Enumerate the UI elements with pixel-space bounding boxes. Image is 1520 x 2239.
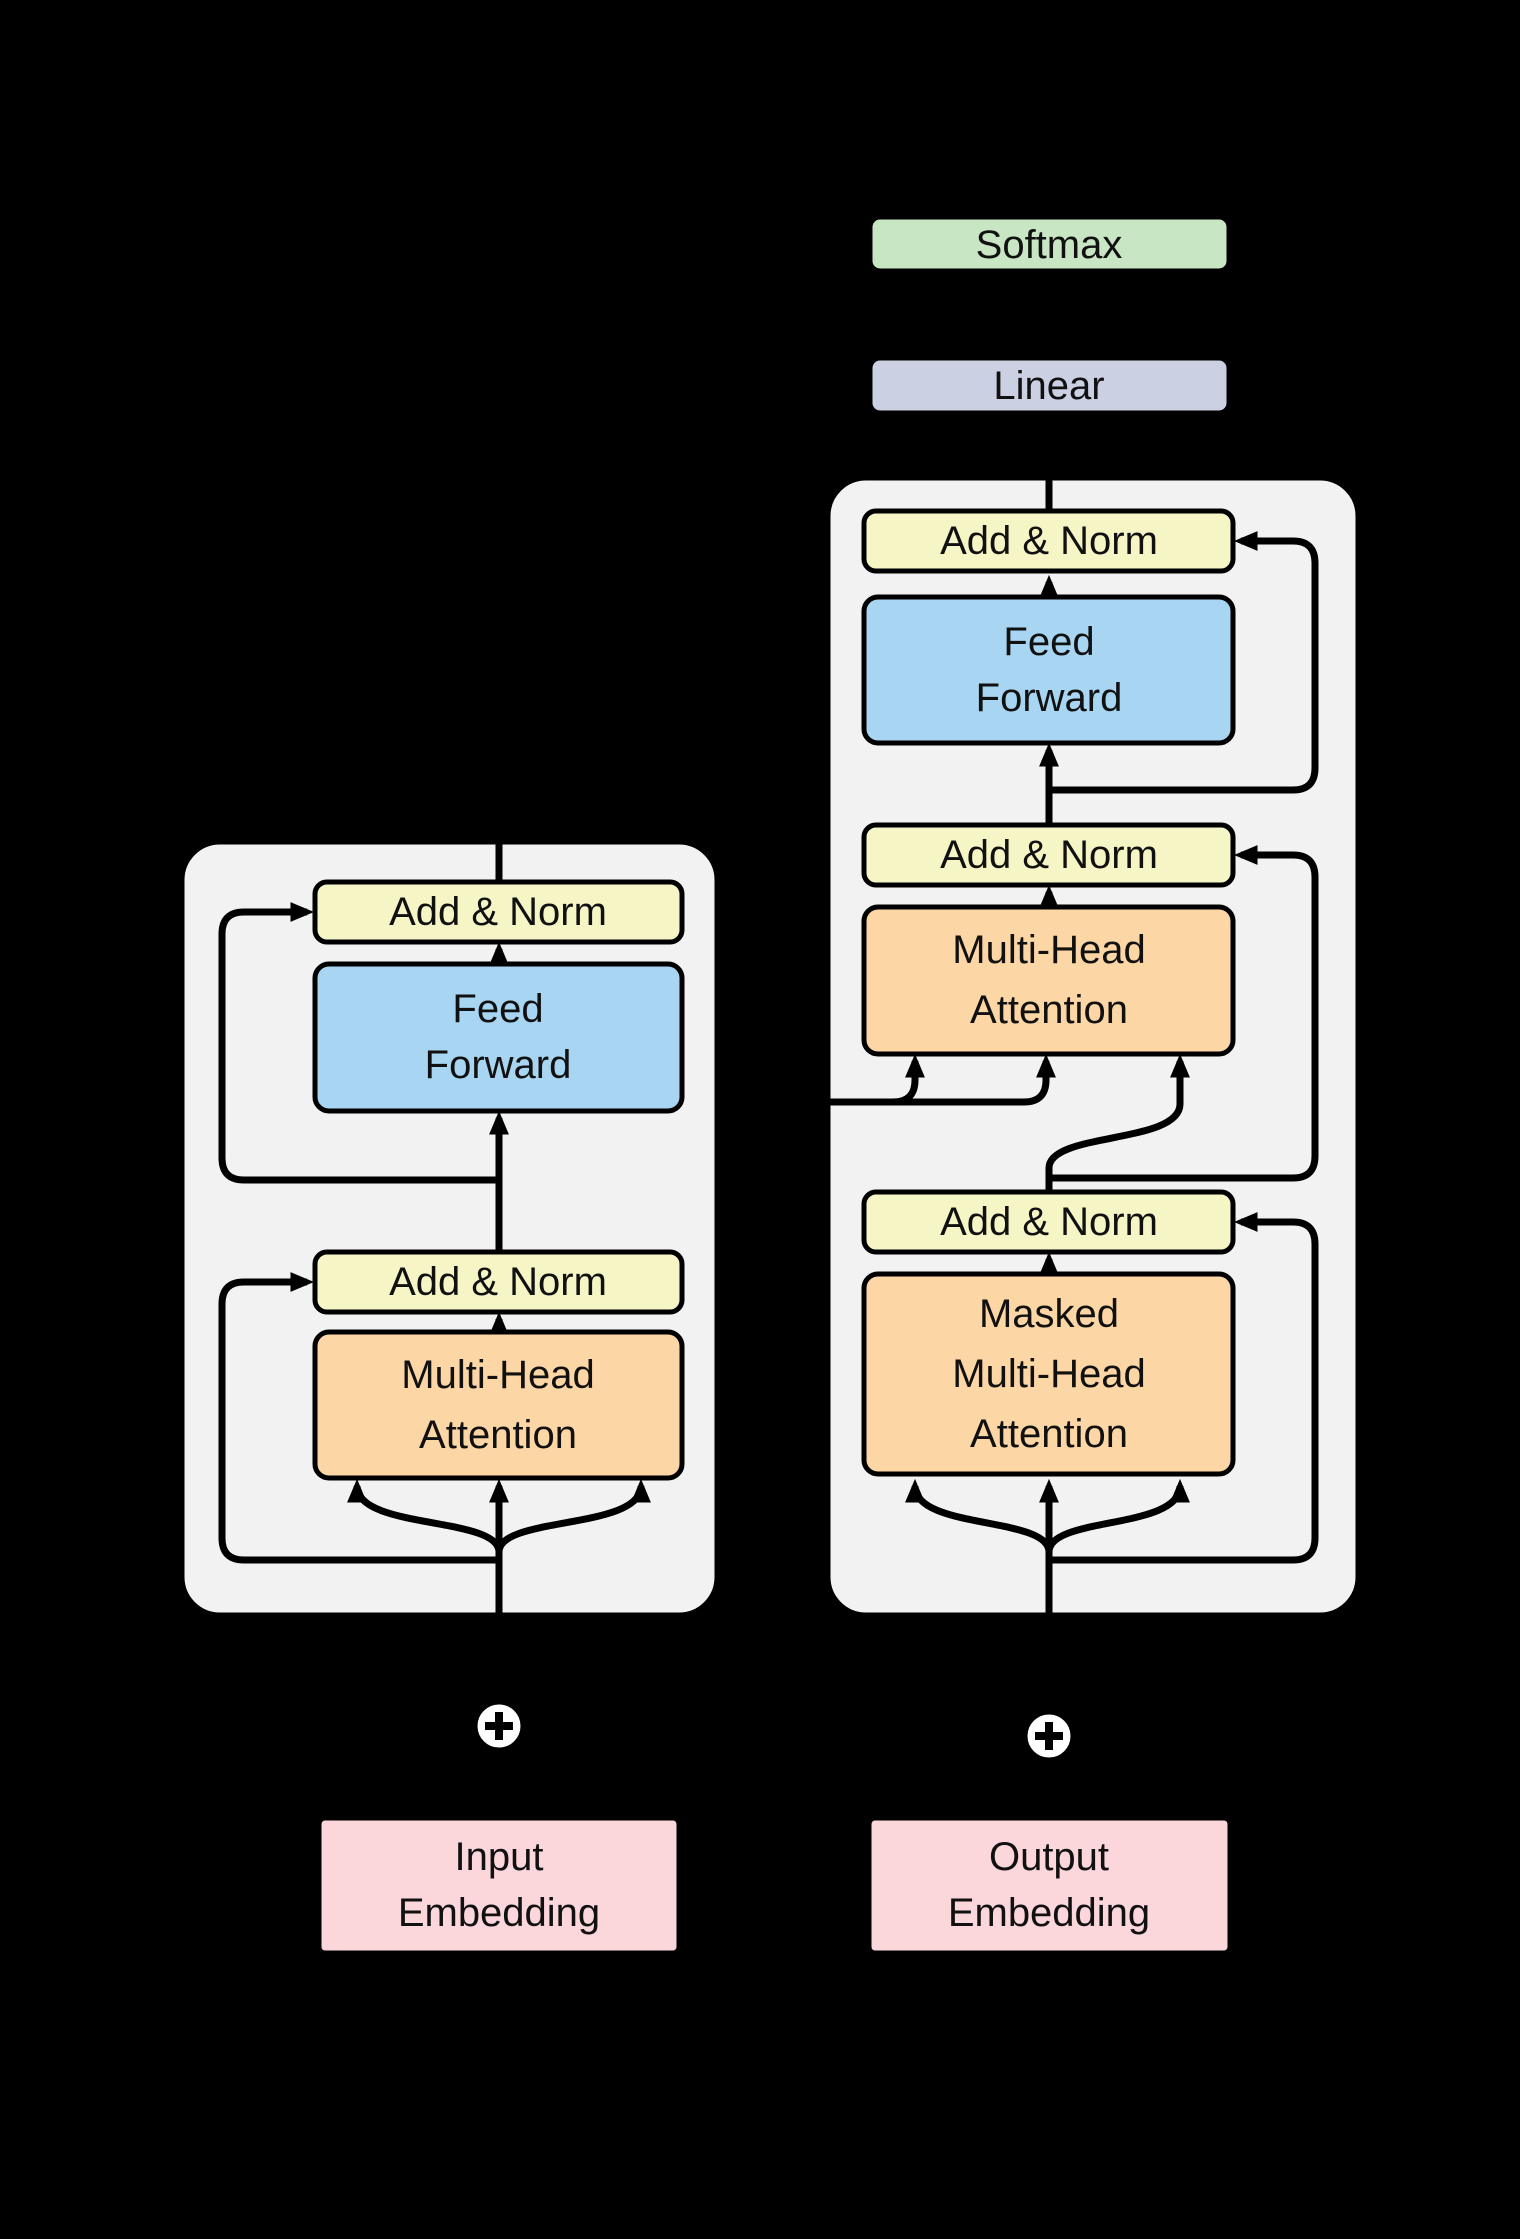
decoder-add-norm-2-label: Add & Norm xyxy=(940,833,1158,877)
box-layer xyxy=(312,214,1236,1956)
plus-cross-right-icon xyxy=(1035,1722,1063,1750)
decoder-residual-cross-attention-arrow xyxy=(1049,845,1319,1182)
label-layer: Softmax Linear Add & Norm Feed Forward A… xyxy=(389,223,1158,1935)
encoder-feed-forward-box xyxy=(312,961,685,1114)
encoder-add-norm-1-box xyxy=(312,879,685,945)
encoder-residual-ff-arrow xyxy=(218,902,499,1184)
arrow-layer xyxy=(218,430,1319,1712)
encoder-self-attention-left-arrow xyxy=(347,1478,503,1553)
decoder-add-norm-1-label: Add & Norm xyxy=(940,519,1158,563)
encoder-attention-label-line2: Attention xyxy=(419,1413,577,1457)
output-embedding-label-line2: Embedding xyxy=(948,1891,1150,1935)
encoder-attention-label-line1: Multi-Head xyxy=(401,1353,594,1397)
decoder-masked-attention-right-arrow xyxy=(1045,1478,1190,1553)
encoder-multi-head-attention-box xyxy=(312,1329,685,1481)
decoder-masked-multi-head-attention-box xyxy=(861,1271,1236,1477)
decoder-residual-masked-attention-arrow xyxy=(1049,1212,1319,1564)
decoder-masked-attention-label-line2: Multi-Head xyxy=(952,1352,1145,1396)
encoder-to-decoder-value-arrow xyxy=(770,1053,925,1106)
decoder-residual-ff-arrow xyxy=(1049,531,1319,794)
input-embedding-label-line2: Embedding xyxy=(398,1891,600,1935)
decoder-masked-attention-left-arrow xyxy=(905,1478,1053,1553)
encoder-residual-attention-arrow xyxy=(218,1272,499,1564)
output-embedding-box xyxy=(866,1815,1233,1956)
output-embedding-label-line1: Output xyxy=(989,1835,1109,1879)
decoder-query-arrow xyxy=(1045,1053,1190,1192)
linear-label: Linear xyxy=(993,364,1104,408)
encoder-feed-forward-label-line1: Feed xyxy=(452,987,543,1031)
decoder-masked-attention-label-line1: Masked xyxy=(979,1292,1119,1336)
decoder-attention-label-line2: Attention xyxy=(970,988,1128,1032)
encoder-self-attention-right-arrow xyxy=(495,1478,651,1553)
encoder-add-norm-2-box xyxy=(312,1249,685,1315)
decoder-attention-label-line1: Multi-Head xyxy=(952,928,1145,972)
input-embedding-label-line1: Input xyxy=(455,1835,544,1879)
decoder-masked-attention-label-line3: Attention xyxy=(970,1412,1128,1456)
encoder-to-decoder-key-arrow xyxy=(770,1053,1056,1106)
decoder-feed-forward-label-line2: Forward xyxy=(976,676,1123,720)
encoder-add-norm-1-label: Add & Norm xyxy=(389,890,607,934)
softmax-box xyxy=(867,214,1232,274)
linear-box xyxy=(867,355,1232,416)
decoder-add-norm-3-box xyxy=(861,1189,1236,1255)
encoder-add-norm-2-label: Add & Norm xyxy=(389,1260,607,1304)
decoder-feed-forward-box xyxy=(861,594,1236,746)
encoder-feed-forward-label-line2: Forward xyxy=(425,1043,572,1087)
softmax-label: Softmax xyxy=(976,223,1123,267)
decoder-feed-forward-label-line1: Feed xyxy=(1003,620,1094,664)
decoder-add-norm-3-label: Add & Norm xyxy=(940,1200,1158,1244)
decoder-add-norm-1-box xyxy=(861,508,1236,574)
decoder-multi-head-attention-box xyxy=(861,904,1236,1057)
input-embedding-box xyxy=(316,1815,682,1956)
decoder-add-norm-2-box xyxy=(861,822,1236,888)
plus-cross-left-icon xyxy=(485,1712,513,1740)
